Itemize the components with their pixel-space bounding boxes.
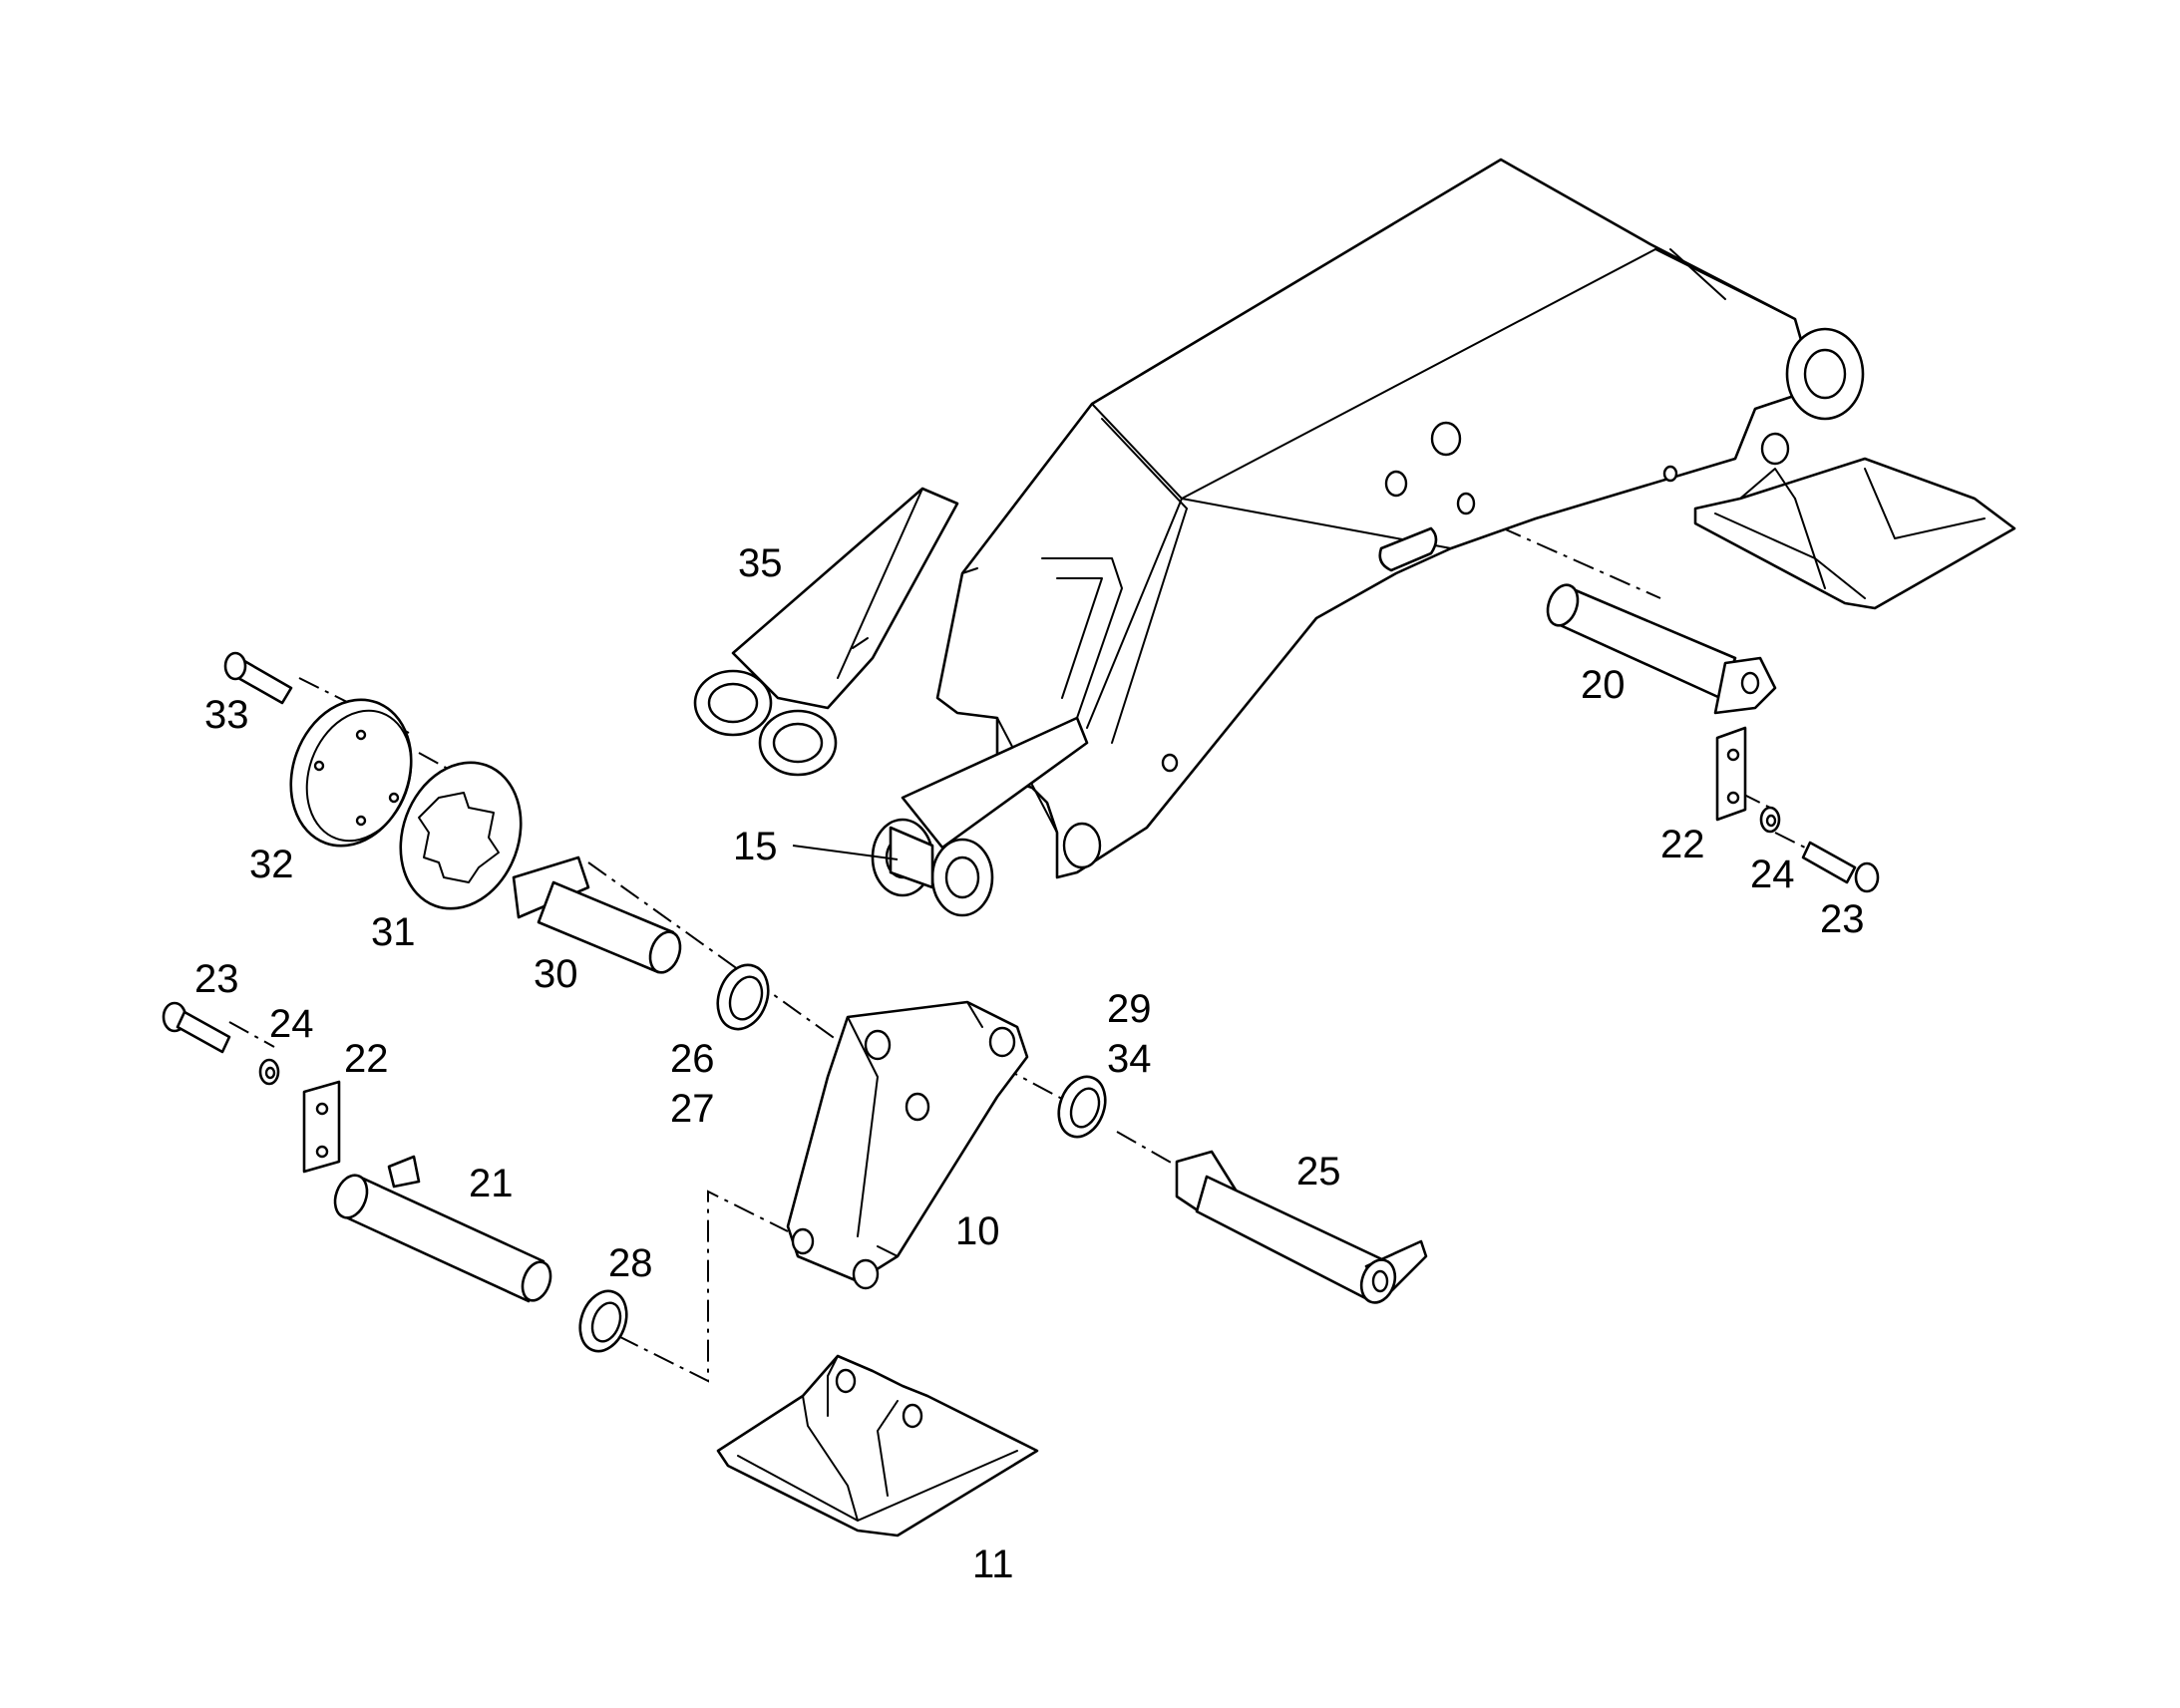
callout-27: 27 (670, 1087, 715, 1131)
callout-23-right: 23 (1820, 897, 1865, 941)
part-28-shim (578, 1289, 628, 1353)
part-24-washer-right (1759, 806, 1781, 834)
callout-33: 33 (204, 693, 249, 737)
callout-28: 28 (608, 1241, 653, 1285)
callout-labels: 35 33 32 31 30 15 20 22 24 23 23 24 22 2… (194, 541, 1865, 1586)
part-29-34-shim (1057, 1075, 1107, 1139)
callout-30: 30 (534, 952, 578, 996)
callout-20: 20 (1581, 663, 1626, 707)
part-23-bolt-left (162, 1001, 231, 1054)
part-20-pin (1546, 583, 1777, 715)
part-26-27-shim (716, 963, 770, 1031)
part-22-plate-left (302, 1080, 341, 1174)
part-22-plate-right (1715, 726, 1747, 822)
callout-34: 34 (1107, 1037, 1152, 1081)
callout-25: 25 (1296, 1150, 1341, 1194)
callout-10: 10 (955, 1209, 1000, 1253)
callout-26: 26 (670, 1037, 715, 1081)
part-24-washer-left (258, 1058, 280, 1086)
callout-29: 29 (1107, 987, 1152, 1031)
part-35-link (693, 487, 959, 777)
boom-arm (935, 158, 2016, 879)
part-23-bolt-right (1801, 841, 1880, 893)
callout-21: 21 (469, 1162, 514, 1205)
part-32-cover-plate (289, 698, 413, 848)
callout-22-left: 22 (344, 1037, 389, 1081)
callout-31: 31 (371, 910, 416, 954)
callout-11: 11 (972, 1542, 1014, 1586)
callout-24-left: 24 (269, 1002, 314, 1046)
part-21-pin (333, 1155, 552, 1303)
part-11-base (716, 1354, 1039, 1537)
part-31-lock-plate (399, 761, 523, 910)
part-33-bolt (223, 651, 293, 705)
part-25-pin (1175, 1150, 1428, 1304)
leader-15 (792, 845, 899, 860)
part-30-pin (512, 855, 682, 974)
part-10-rocker (786, 1000, 1029, 1290)
part-15-cylinder-end (871, 716, 1089, 917)
callout-15: 15 (733, 825, 778, 868)
callout-24-right: 24 (1750, 853, 1795, 896)
callout-35: 35 (738, 541, 783, 585)
callout-32: 32 (249, 843, 294, 886)
callout-22-right: 22 (1660, 823, 1705, 866)
callout-23-left: 23 (194, 957, 239, 1001)
